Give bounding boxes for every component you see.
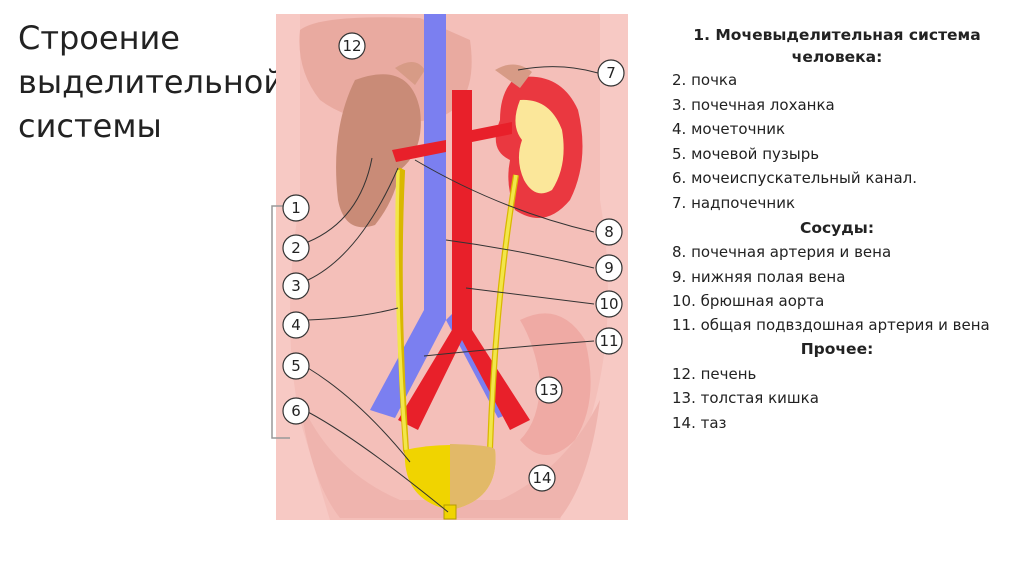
callout-2: 2 <box>282 234 310 262</box>
title-line-3: системы <box>18 107 162 145</box>
callout-3: 3 <box>282 272 310 300</box>
legend-item: 14. таз <box>672 413 727 432</box>
svg-text:7: 7 <box>606 64 616 82</box>
legend-item: 5. мочевой пузырь <box>672 144 820 163</box>
callout-9: 9 <box>595 254 623 282</box>
svg-text:8: 8 <box>604 223 614 241</box>
legend-item: 12. печень <box>672 364 757 383</box>
legend-item: 10. брюшная аорта <box>672 292 825 311</box>
slide-title: Строение выделительной системы <box>18 16 318 148</box>
leader-lines <box>307 66 599 513</box>
renal-vessels-left <box>392 140 446 162</box>
svg-text:1: 1 <box>291 199 301 217</box>
svg-text:14: 14 <box>532 469 551 487</box>
ureter-right-inner <box>488 174 518 451</box>
vena-cava <box>370 14 446 418</box>
callout-8: 8 <box>595 218 623 246</box>
svg-text:11: 11 <box>599 332 618 350</box>
callout-4: 4 <box>282 311 310 339</box>
title-line-1: Строение <box>18 19 180 57</box>
bladder-cut <box>450 444 496 510</box>
svg-text:10: 10 <box>599 295 618 313</box>
callout-10: 10 <box>595 290 623 318</box>
callout-13: 13 <box>535 376 563 404</box>
svg-text:9: 9 <box>604 259 614 277</box>
pelvis <box>300 400 600 518</box>
legend-item: 8. почечная артерия и вена <box>672 243 892 262</box>
callout-14: 14 <box>528 464 556 492</box>
legend-item: 13. толстая кишка <box>672 389 819 408</box>
aorta <box>398 90 530 430</box>
group-bracket <box>271 205 290 439</box>
callout-6: 6 <box>282 397 310 425</box>
svg-text:2: 2 <box>291 239 301 257</box>
urethra <box>443 504 457 520</box>
legend-item: 2. почка <box>672 71 738 89</box>
legend-heading: 1. Мочевыделительная система человека: <box>693 26 981 66</box>
left-kidney <box>336 74 421 228</box>
svg-text:5: 5 <box>291 357 301 375</box>
legend: 1. Мочевыделительная система человека: 2… <box>672 24 1002 435</box>
legend-item: 4. мочеточник <box>672 120 786 139</box>
legend-item: 11. общая подвздошная артерия и вена <box>672 315 990 334</box>
svg-text:3: 3 <box>291 277 301 295</box>
right-adrenal <box>495 64 532 88</box>
title-line-2: выделительной <box>18 63 285 101</box>
renal-vessels-right <box>472 122 512 142</box>
callout-11: 11 <box>595 327 623 355</box>
callout-5: 5 <box>282 352 310 380</box>
legend-item: 9. нижняя полая вена <box>672 267 846 286</box>
svg-text:6: 6 <box>291 402 301 420</box>
svg-text:13: 13 <box>539 381 558 399</box>
left-adrenal <box>395 61 425 85</box>
callout-12: 12 <box>338 32 366 60</box>
callout-7: 7 <box>597 59 625 87</box>
svg-text:4: 4 <box>291 316 301 334</box>
svg-text:12: 12 <box>342 37 361 55</box>
ureter-left-inner <box>395 169 408 451</box>
right-kidney-inner <box>515 99 564 194</box>
legend-item: 7. надпочечник <box>672 193 796 212</box>
vessels-heading: Сосуды: <box>799 218 875 237</box>
legend-item: 3. почечная лоханка <box>672 95 835 114</box>
callout-1: 1 <box>282 194 310 222</box>
legend-item: 6. мочеиспускательный канал. <box>672 169 918 188</box>
other-heading: Прочее: <box>800 339 874 358</box>
